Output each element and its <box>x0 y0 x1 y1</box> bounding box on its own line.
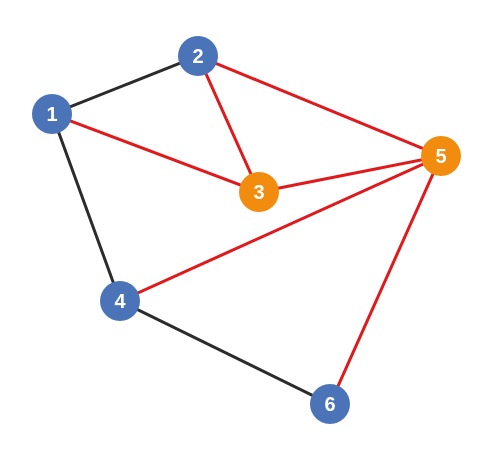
node-2: 2 <box>178 36 218 76</box>
edge-4-5 <box>118 154 443 303</box>
node-1: 1 <box>32 94 72 134</box>
node-circle <box>100 281 140 321</box>
node-label: 2 <box>192 46 203 68</box>
node-5: 5 <box>421 136 461 176</box>
edge-1-4 <box>50 112 122 303</box>
node-circle <box>421 136 461 176</box>
node-circle <box>178 36 218 76</box>
node-6: 6 <box>310 384 350 424</box>
edge-4-6 <box>118 299 332 406</box>
edge-1-3 <box>50 112 261 194</box>
node-label: 5 <box>435 146 446 168</box>
node-layer: 1 2 3 4 5 6 <box>32 36 461 424</box>
edge-1-2 <box>50 54 200 116</box>
edge-3-5 <box>257 154 443 194</box>
node-3: 3 <box>239 172 279 212</box>
node-4: 4 <box>100 281 140 321</box>
edge-2-5 <box>196 54 443 158</box>
edge-2-3 <box>196 54 261 194</box>
node-label: 4 <box>114 291 126 313</box>
edge-layer <box>50 54 443 406</box>
node-label: 3 <box>253 182 264 204</box>
edge-5-6 <box>328 154 443 406</box>
node-label: 6 <box>324 394 335 416</box>
node-circle <box>239 172 279 212</box>
node-circle <box>310 384 350 424</box>
node-label: 1 <box>46 104 57 126</box>
node-circle <box>32 94 72 134</box>
